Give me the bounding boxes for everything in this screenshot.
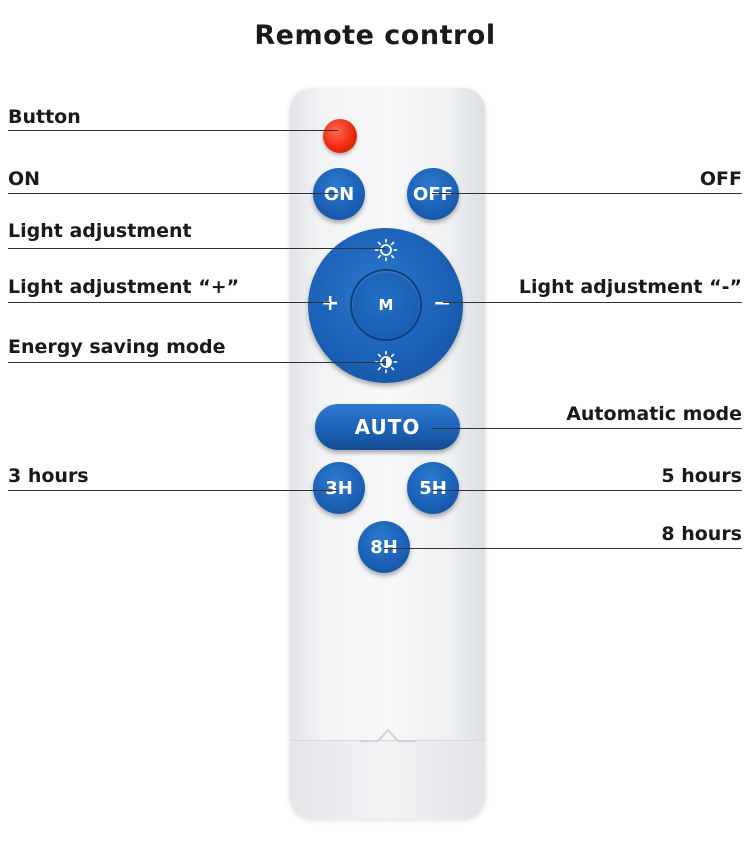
plus-button[interactable]: + — [321, 291, 340, 316]
callout-line-light-adjustment — [8, 248, 386, 249]
callout-line-automatic-mode — [432, 428, 742, 429]
callout-line-energy-saving — [8, 362, 386, 363]
label-automatic-mode: Automatic mode — [566, 403, 742, 425]
callout-line-light-minus — [443, 302, 742, 303]
timer-8h-button[interactable]: 8H — [358, 521, 410, 573]
half-sun-icon[interactable] — [374, 350, 398, 374]
label-light-adjustment: Light adjustment — [8, 220, 192, 242]
label-button: Button — [8, 106, 81, 128]
sun-icon[interactable] — [374, 238, 398, 262]
remote-battery-cover — [290, 740, 485, 819]
callout-line-button — [8, 130, 338, 131]
mode-button[interactable]: M — [352, 271, 420, 339]
on-button[interactable]: ON — [313, 168, 365, 220]
callout-line-5-hours — [432, 490, 742, 491]
battery-cover-notch — [360, 728, 416, 742]
minus-button[interactable]: − — [433, 291, 452, 316]
callout-line-8-hours — [384, 548, 742, 549]
label-on: ON — [8, 168, 41, 190]
label-off: OFF — [699, 168, 742, 190]
power-button[interactable] — [323, 119, 357, 153]
label-3-hours: 3 hours — [8, 465, 89, 487]
off-button[interactable]: OFF — [407, 168, 459, 220]
label-energy-saving: Energy saving mode — [8, 336, 226, 358]
label-light-minus: Light adjustment “-” — [518, 276, 742, 298]
callout-line-on — [8, 193, 338, 194]
label-light-plus: Light adjustment “+” — [8, 276, 240, 298]
callout-line-3-hours — [8, 490, 338, 491]
page-title: Remote control — [254, 20, 496, 51]
timer-3h-button[interactable]: 3H — [313, 462, 365, 514]
timer-5h-button[interactable]: 5H — [407, 462, 459, 514]
auto-button[interactable]: AUTO — [315, 404, 460, 450]
label-5-hours: 5 hours — [661, 465, 742, 487]
callout-line-off — [432, 193, 742, 194]
label-8-hours: 8 hours — [661, 523, 742, 545]
callout-line-light-plus — [8, 302, 330, 303]
